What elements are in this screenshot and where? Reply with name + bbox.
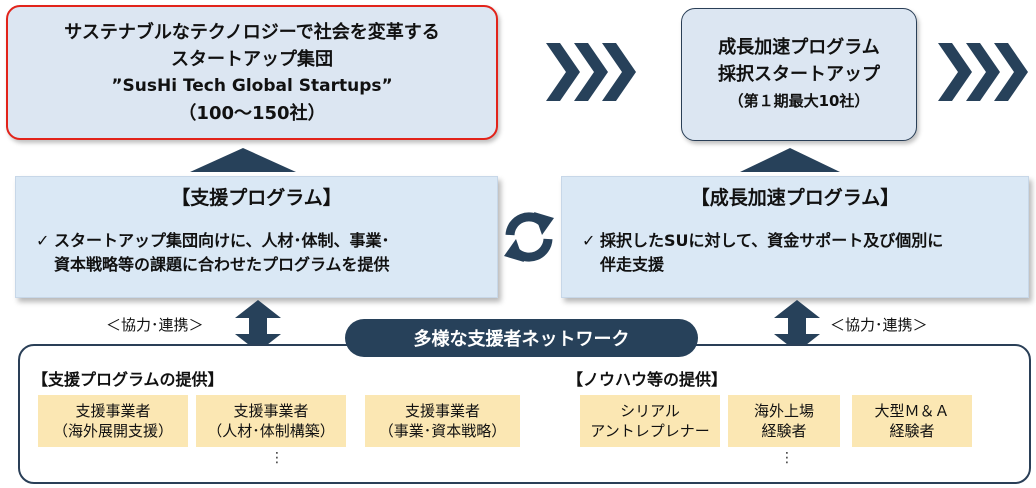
goal-line-4: （100〜150社） bbox=[178, 102, 326, 124]
growth-program-box: 【成長加速プログラム】 ✓採択したSUに対して、資金サポート及び個別に 伴走支援 bbox=[561, 176, 1029, 298]
card-line-1: 支援事業者 bbox=[75, 402, 151, 420]
card-line-2: 経験者 bbox=[761, 422, 807, 440]
result-line-3: （第１期最大10社） bbox=[728, 92, 870, 110]
card-line-1: 海外上場 bbox=[753, 402, 814, 420]
card-line-2: アントレプレナー bbox=[590, 422, 710, 440]
support-program-box: 【支援プログラム】 ✓スタートアップ集団向けに、人材･体制、事業･ 資本戦略等の… bbox=[15, 176, 498, 298]
card-line-1: シリアル bbox=[620, 402, 680, 420]
growth-program-line-2: 伴走支援 bbox=[600, 255, 665, 274]
more-items-indicator: ⋮ bbox=[780, 450, 794, 466]
card-line-2: （事業･資本戦略） bbox=[378, 422, 507, 440]
accelerated-startups-box: 成長加速プログラム 採択スタートアップ （第１期最大10社） bbox=[681, 8, 917, 141]
card-line-2: 経験者 bbox=[889, 422, 935, 440]
more-items-indicator: ⋮ bbox=[270, 450, 284, 466]
card-line-1: 支援事業者 bbox=[233, 402, 309, 420]
support-provider-card: 支援事業者 （事業･資本戦略） bbox=[365, 395, 520, 447]
double-arrow-icon bbox=[774, 300, 820, 352]
check-icon: ✓ bbox=[582, 231, 596, 250]
result-line-1: 成長加速プログラム bbox=[718, 37, 880, 58]
knowhow-provider-card: 海外上場 経験者 bbox=[728, 395, 840, 447]
check-icon: ✓ bbox=[36, 231, 50, 250]
support-program-description: ✓スタートアップ集団向けに、人材･体制、事業･ 資本戦略等の課題に合わせたプログ… bbox=[36, 229, 487, 277]
support-program-title: 【支援プログラム】 bbox=[171, 187, 342, 209]
card-line-1: 大型Ｍ＆Ａ bbox=[874, 402, 950, 420]
support-program-line-2: 資本戦略等の課題に合わせたプログラムを提供 bbox=[54, 255, 390, 274]
goal-line-1: サステナブルなテクノロジーで社会を変革する bbox=[64, 21, 440, 43]
support-network-title: 多様な支援者ネットワーク bbox=[345, 319, 698, 357]
card-line-2: （人材･体制構築） bbox=[207, 422, 335, 440]
goal-startup-group-box: サステナブルなテクノロジーで社会を変革する スタートアップ集団 ”SusHi T… bbox=[6, 5, 498, 140]
card-line-2: （海外展開支援） bbox=[52, 422, 173, 440]
knowhow-provider-card: シリアル アントレプレナー bbox=[580, 395, 720, 447]
goal-line-2: スタートアップ集団 bbox=[171, 48, 333, 70]
growth-program-line-1: 採択したSUに対して、資金サポート及び個別に bbox=[600, 231, 944, 250]
provide-support-program-label: 【支援プログラムの提供】 bbox=[32, 370, 224, 389]
support-program-line-1: スタートアップ集団向けに、人材･体制、事業･ bbox=[54, 231, 390, 250]
up-triangle-icon bbox=[740, 148, 840, 172]
knowhow-provider-card: 大型Ｍ＆Ａ 経験者 bbox=[852, 395, 972, 447]
result-line-2: 採択スタートアップ bbox=[718, 64, 880, 85]
double-arrow-icon bbox=[235, 300, 281, 352]
growth-program-title: 【成長加速プログラム】 bbox=[690, 187, 900, 209]
card-line-1: 支援事業者 bbox=[404, 402, 480, 420]
chevron-arrows-icon bbox=[546, 43, 636, 101]
up-triangle-icon bbox=[190, 148, 296, 172]
goal-line-3: ”SusHi Tech Global Startups” bbox=[111, 75, 393, 96]
support-provider-card: 支援事業者 （人材･体制構築） bbox=[196, 395, 346, 447]
growth-program-description: ✓採択したSUに対して、資金サポート及び個別に 伴走支援 bbox=[582, 229, 1018, 277]
cooperation-label-right: ＜協力･連携＞ bbox=[830, 316, 928, 334]
support-provider-card: 支援事業者 （海外展開支援） bbox=[38, 395, 188, 447]
provide-knowhow-label: 【ノウハウ等の提供】 bbox=[567, 370, 728, 389]
cycle-arrows-icon bbox=[504, 212, 554, 262]
chevron-arrows-icon bbox=[938, 43, 1028, 101]
cooperation-label-left: ＜協力･連携＞ bbox=[106, 316, 204, 334]
